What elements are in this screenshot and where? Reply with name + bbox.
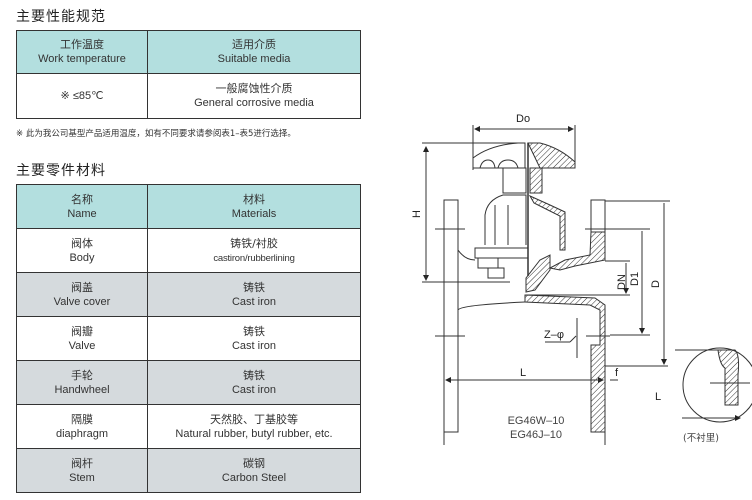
part-material: 天然胶、丁基胶等 Natural rubber, butyl rubber, e… bbox=[147, 404, 361, 449]
label-f: f bbox=[615, 367, 619, 379]
part-name: 手轮 Handwheel bbox=[16, 360, 148, 405]
part-material: 铸铁 Cast iron bbox=[147, 316, 361, 361]
part-name: 阀瓣 Valve bbox=[16, 316, 148, 361]
part-material: 铸铁/衬胶 castiron/rubberlining bbox=[147, 228, 361, 273]
detail-caption: (不衬里) bbox=[683, 433, 719, 444]
temperature-note: ※ 此为我公司基型产品适用温度，如有不同要求请参阅表1–表5进行选择。 bbox=[16, 129, 296, 139]
part-material: 碳钢 Carbon Steel bbox=[147, 448, 361, 493]
dimension-h bbox=[422, 142, 520, 283]
material-row: 手轮 Handwheel 铸铁 Cast iron bbox=[16, 360, 361, 405]
handwheel-shape bbox=[472, 142, 576, 276]
header-suitable-media: 适用介质 Suitable media bbox=[147, 30, 361, 74]
label-h: H bbox=[411, 210, 423, 218]
right-flange bbox=[524, 199, 650, 433]
performance-table: 工作温度 Work temperature 适用介质 Suitable medi… bbox=[16, 30, 361, 119]
label-d: D bbox=[650, 280, 662, 288]
header-name: 名称 Name bbox=[16, 184, 148, 229]
label-do: Do bbox=[516, 113, 530, 125]
dimension-z-phi bbox=[545, 318, 610, 358]
materials-title: 主要零件材料 bbox=[16, 163, 106, 179]
performance-header-row: 工作温度 Work temperature 适用介质 Suitable medi… bbox=[16, 30, 361, 74]
model-number: EG46W–10 bbox=[507, 415, 565, 427]
dimension-d1 bbox=[610, 231, 650, 336]
material-row: 阀瓣 Valve 铸铁 Cast iron bbox=[16, 316, 361, 361]
bonnet-shape bbox=[474, 167, 566, 279]
label-dn: DN bbox=[616, 274, 628, 290]
material-row: 阀盖 Valve cover 铸铁 Cast iron bbox=[16, 272, 361, 317]
part-name: 阀体 Body bbox=[16, 228, 148, 273]
valve-drawing: Do H DN D1 D Z–φ L f L bbox=[411, 113, 752, 445]
dimension-l bbox=[443, 377, 618, 445]
detail-view bbox=[675, 347, 752, 423]
part-name: 阀盖 Valve cover bbox=[16, 272, 148, 317]
header-materials: 材料 Materials bbox=[147, 184, 361, 229]
part-name: 隔膜 diaphragm bbox=[16, 404, 148, 449]
dimension-dn bbox=[526, 260, 630, 296]
material-row: 隔膜 diaphragm 天然胶、丁基胶等 Natural rubber, bu… bbox=[16, 404, 361, 449]
performance-title: 主要性能规范 bbox=[16, 9, 106, 25]
temperature-value: ※ ≤85℃ bbox=[16, 73, 148, 119]
left-flange bbox=[435, 199, 526, 433]
part-material: 铸铁 Cast iron bbox=[147, 360, 361, 405]
material-row: 阀体 Body 铸铁/衬胶 castiron/rubberlining bbox=[16, 228, 361, 273]
label-l: L bbox=[520, 367, 526, 379]
dimension-d bbox=[605, 200, 670, 367]
header-work-temperature: 工作温度 Work temperature bbox=[16, 30, 148, 74]
materials-table: 名称 Name 材料 Materials 阀体 Body 铸铁/衬胶 casti… bbox=[16, 184, 361, 493]
material-row: 阀杆 Stem 碳钢 Carbon Steel bbox=[16, 448, 361, 493]
part-name: 阀杆 Stem bbox=[16, 448, 148, 493]
media-value: 一般腐蚀性介质 General corrosive media bbox=[147, 73, 361, 119]
performance-data-row: ※ ≤85℃ 一般腐蚀性介质 General corrosive media bbox=[16, 73, 361, 119]
model-numbers: EG46W–10 EG46J–10 bbox=[493, 414, 579, 442]
part-material: 铸铁 Cast iron bbox=[147, 272, 361, 317]
label-d1: D1 bbox=[629, 272, 641, 286]
model-number: EG46J–10 bbox=[510, 429, 562, 441]
materials-header-row: 名称 Name 材料 Materials bbox=[16, 184, 361, 229]
label-z-phi: Z–φ bbox=[544, 329, 564, 341]
label-detail-l: L bbox=[655, 391, 661, 403]
